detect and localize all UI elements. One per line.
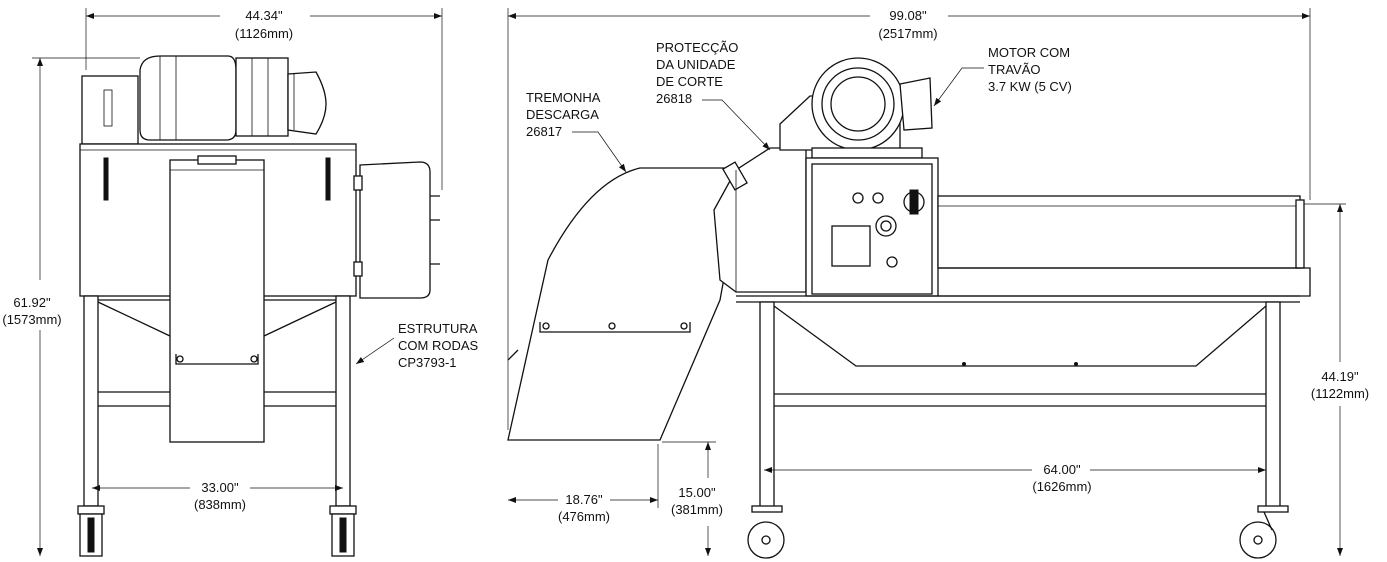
front-wheel-span-mm: (838mm) xyxy=(194,497,246,512)
side-height-mm: (1122mm) xyxy=(1311,386,1369,401)
front-chute xyxy=(169,159,265,443)
frame-callout: ESTRUTURA COM RODAS CP3793-1 xyxy=(355,321,479,370)
hopper-callout-line-2: DESCARGA xyxy=(526,107,599,122)
side-view xyxy=(507,57,1311,559)
side-motor xyxy=(779,57,933,159)
front-motor xyxy=(81,55,327,145)
side-wheel-span-mm: (1626mm) xyxy=(1032,479,1091,494)
front-view xyxy=(77,55,440,557)
side-left-wheel xyxy=(747,505,785,559)
hopper-callout-line-1: TREMONHA xyxy=(526,90,601,105)
side-hopper xyxy=(507,167,741,441)
front-wheel-span-dimension: 33.00" (838mm) xyxy=(92,480,343,512)
guard-callout-line-3: DE CORTE xyxy=(656,74,723,89)
front-height-dimension: 61.92" (1573mm) xyxy=(2,57,140,556)
front-height-mm: (1573mm) xyxy=(2,312,61,327)
side-wheel-span-in: 64.00" xyxy=(1043,462,1081,477)
side-frame xyxy=(736,295,1300,509)
frame-callout-line-1: ESTRUTURA xyxy=(398,321,478,336)
front-height-in: 61.92" xyxy=(13,295,51,310)
side-length-dimension: 99.08" (2517mm) xyxy=(507,8,1311,430)
hopper-clearance-mm: (381mm) xyxy=(671,502,723,517)
side-length-in: 99.08" xyxy=(889,8,927,23)
hopper-clearance-dimension: 15.00" (381mm) xyxy=(662,441,723,556)
front-side-box xyxy=(359,161,431,299)
front-width-in: 44.34" xyxy=(245,8,283,23)
side-conveyor xyxy=(937,195,1301,269)
guard-callout-line-2: DA UNIDADE xyxy=(656,57,736,72)
hopper-callout-line-3: 26817 xyxy=(526,124,562,139)
front-width-mm: (1126mm) xyxy=(235,26,293,41)
side-wheel-span-dimension: 64.00" (1626mm) xyxy=(764,462,1266,494)
front-left-caster xyxy=(77,505,105,557)
hopper-overhang-mm: (476mm) xyxy=(558,509,610,524)
side-height-in: 44.19" xyxy=(1321,369,1359,384)
frame-callout-line-3: CP3793-1 xyxy=(398,355,457,370)
front-width-dimension: 44.34" (1126mm) xyxy=(85,8,443,190)
frame-callout-line-2: COM RODAS xyxy=(398,338,479,353)
side-control-box xyxy=(805,157,939,297)
guard-callout-line-4: 26818 xyxy=(656,91,692,106)
side-right-wheel xyxy=(1239,505,1289,559)
motor-callout: MOTOR COM TRAVÃO 3.7 KW (5 CV) xyxy=(933,45,1072,107)
front-wheel-span-in: 33.00" xyxy=(201,480,239,495)
hopper-overhang-in: 18.76" xyxy=(565,492,603,507)
guard-callout-line-1: PROTECÇÃO xyxy=(656,40,738,55)
side-height-dimension: 44.19" (1122mm) xyxy=(1304,203,1369,556)
motor-callout-line-3: 3.7 KW (5 CV) xyxy=(988,79,1072,94)
guard-callout: PROTECÇÃO DA UNIDADE DE CORTE 26818 xyxy=(656,40,771,151)
front-right-caster xyxy=(329,505,357,557)
motor-callout-line-1: MOTOR COM xyxy=(988,45,1070,60)
motor-callout-line-2: TRAVÃO xyxy=(988,62,1041,77)
side-length-mm: (2517mm) xyxy=(878,26,937,41)
hopper-callout: TREMONHA DESCARGA 26817 xyxy=(526,90,627,173)
hopper-overhang-dimension: 18.76" (476mm) xyxy=(508,444,659,524)
hopper-clearance-in: 15.00" xyxy=(678,485,716,500)
